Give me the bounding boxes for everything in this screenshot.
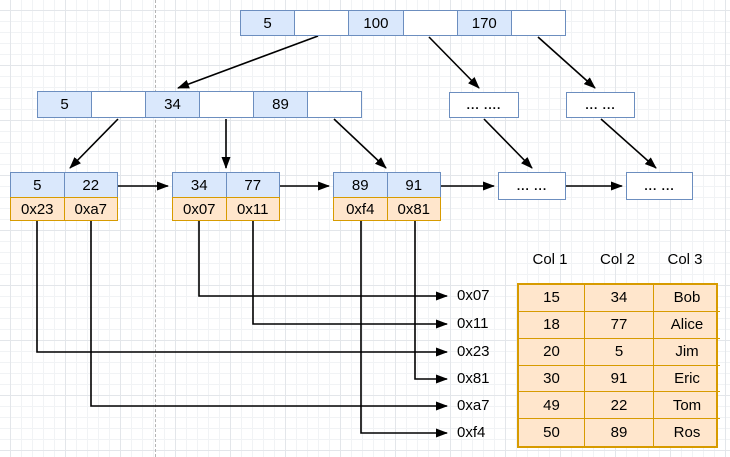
key-cell: 89: [253, 92, 307, 117]
pointer-cell-empty: [91, 92, 145, 117]
table-cell: Jim: [654, 339, 720, 366]
connector-0x81: [414, 221, 448, 384]
btree-leaf-node: 89 91 0xf4 0x81: [333, 172, 441, 221]
key-cell: 34: [173, 173, 226, 197]
pointer-cell: 0xf4: [334, 198, 387, 220]
hex-address-label: 0x07: [457, 287, 490, 304]
key-cell: 22: [63, 173, 117, 197]
table-cell: 5: [585, 338, 654, 366]
table-cell: 30: [519, 365, 585, 393]
btree-leaf-ellipsis-node: ... ...: [626, 172, 693, 200]
table-cell: Ros: [673, 424, 701, 442]
key-cell: 170: [456, 11, 511, 35]
table-cell: 91: [585, 365, 654, 393]
pointer-cell-empty: [294, 11, 349, 35]
arrow-root-to-ellipsis-1: [428, 36, 480, 89]
hex-address-label: 0x11: [457, 315, 489, 332]
btree-internal-node: 5 34 89: [37, 91, 362, 118]
btree-leaf-node: 34 77 0x07 0x11: [172, 172, 280, 221]
pointer-cell-empty: [510, 11, 566, 35]
pointer-cell: 0x81: [386, 198, 440, 220]
key-cell: 5: [11, 173, 64, 197]
hex-address-label: 0x81: [457, 370, 490, 387]
table-cell: 20: [519, 338, 585, 366]
connector-0xa7: [90, 221, 448, 411]
connector-0x11: [252, 221, 448, 329]
pointer-cell: 0x07: [173, 198, 226, 220]
connector-0x07: [198, 221, 448, 301]
hex-address-label: 0x23: [457, 343, 490, 360]
btree-leaf-ellipsis-node: ... ...: [498, 172, 566, 200]
btree-leaf-node: 5 22 0x23 0xa7: [10, 172, 118, 221]
pointer-cell: 0x23: [11, 198, 64, 220]
page-boundary-dashed-line: [155, 0, 156, 457]
table-cell: Eric: [654, 366, 720, 393]
table-cell: 22: [585, 392, 654, 420]
table-cell: 34: [585, 285, 654, 312]
pointer-cell-empty: [402, 11, 457, 35]
table-cell: 18: [519, 311, 585, 339]
connector-0xf4: [360, 221, 448, 438]
pointer-cell: 0xa7: [63, 198, 117, 220]
table-cell: 89: [585, 419, 654, 446]
key-cell: 91: [386, 173, 440, 197]
pointer-cell-empty: [307, 92, 361, 117]
table-cell: Tom: [654, 392, 720, 420]
hex-address-label: 0xf4: [457, 424, 486, 441]
hex-address-label: 0xa7: [457, 397, 490, 414]
table-cell: Bob: [654, 285, 720, 312]
connector-0x23: [36, 221, 448, 357]
arrow-ellipsis1-to-leaf-ellipsis1: [483, 118, 533, 169]
table-column-header: Col 2: [599, 251, 636, 268]
arrow-root-to-ellipsis-2: [537, 36, 596, 89]
arrow-root-to-internal: [177, 35, 319, 89]
key-cell: 5: [38, 92, 91, 117]
table-cell: 15: [519, 285, 585, 312]
btree-root-node: 5 100 170: [240, 10, 566, 36]
key-cell: 77: [225, 173, 279, 197]
table-column-header: Col 3: [667, 251, 703, 268]
table-cell: 49: [519, 392, 585, 420]
table-cell: 77: [585, 311, 654, 339]
key-cell: 100: [348, 11, 403, 35]
table-cell: 50: [519, 419, 585, 446]
table-cell: Alice: [654, 312, 720, 339]
pointer-cell-empty: [199, 92, 253, 117]
table-column-header: Col 1: [532, 251, 568, 268]
pointer-cell: 0x11: [225, 198, 279, 220]
btree-internal-ellipsis-node: ... ...: [566, 92, 635, 118]
key-cell: 89: [334, 173, 387, 197]
btree-internal-ellipsis-node: ... ....: [449, 92, 519, 118]
arrow-ellipsis2-to-leaf-ellipsis2: [600, 118, 657, 169]
key-cell: 5: [241, 11, 295, 35]
key-cell: 34: [145, 92, 199, 117]
arrow-internal-to-leaf-1: [69, 118, 119, 169]
arrow-internal-to-leaf-3: [333, 118, 387, 169]
data-table: 15 34 Bob 18 77 Alice 20 5 Jim 30 91 Eri…: [517, 283, 720, 448]
